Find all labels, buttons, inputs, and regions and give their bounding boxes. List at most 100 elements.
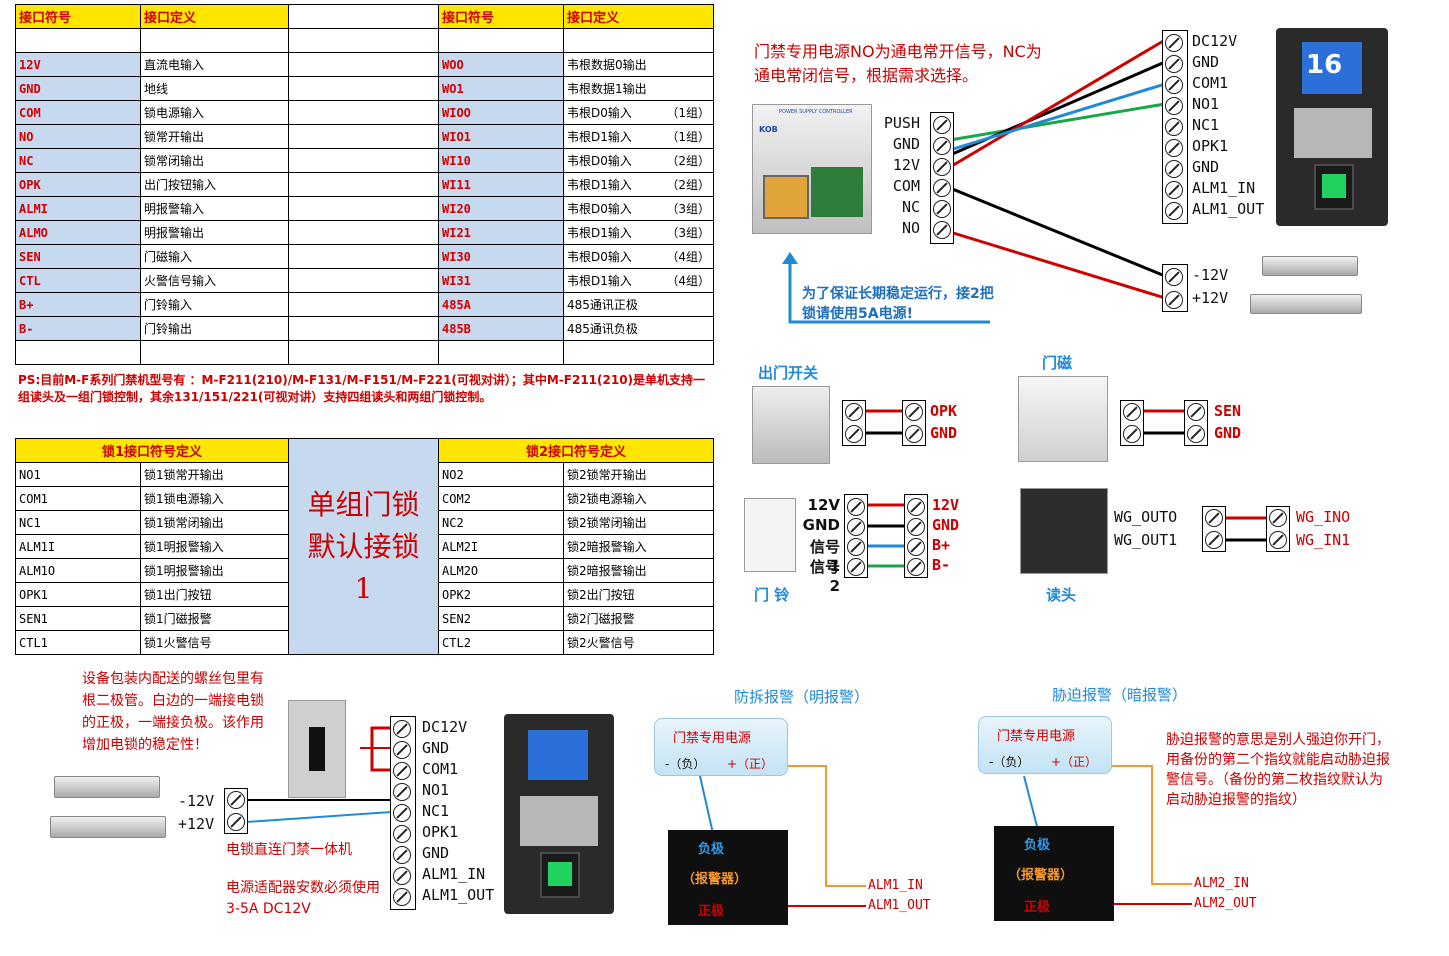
bl-device-screen <box>528 730 588 780</box>
device-terminal-block <box>1162 30 1188 224</box>
screw-terminal <box>393 762 411 780</box>
psu-note: 门禁专用电源NO为通电常开信号，NC为通电常闭信号，根据需求选择。 <box>754 42 1042 85</box>
lock1-definition-cell: 锁1明报警输入 <box>139 534 290 559</box>
right-definition-cell: 485通讯负极 <box>563 316 714 341</box>
lock2-definition-cell: 锁2门磁报警 <box>563 606 715 631</box>
terminal-label: GND <box>1192 158 1220 176</box>
spacer-cell <box>288 292 439 317</box>
left-definition-cell: 直流电输入 <box>140 52 289 77</box>
diode-note: 设备包装内配送的螺丝包里有根二极管。白边的一端接电锁的正极，一端接负极。该作用增… <box>82 671 264 753</box>
screw-terminal <box>933 158 951 176</box>
terminal-label: NO1 <box>1192 95 1220 113</box>
terminal-label: B+ <box>932 536 951 554</box>
terminal-label: +12V <box>1192 289 1229 307</box>
right-symbol-cell: WI31 <box>438 268 564 293</box>
alarm1-dev-label: （报警器） <box>682 872 748 887</box>
right-header-definition: 接口定义 <box>563 4 714 29</box>
lock1-symbol-cell: CTL1 <box>15 630 141 655</box>
blank-row <box>15 340 714 365</box>
alarm1-in-label: ALM1_IN <box>868 878 923 893</box>
screw-terminal <box>907 518 925 536</box>
lock2-symbol-cell: ALM2I <box>438 534 565 559</box>
spacer-cell <box>288 316 439 341</box>
reader-in1-label: WG_IN1 <box>1296 531 1351 549</box>
right-definition-text: 485通讯正极 <box>567 298 638 312</box>
terminal-label: OPK1 <box>1192 137 1229 155</box>
right-definition-cell: 韦根D1输入（3组） <box>563 220 714 245</box>
exit-opk-label: OPK <box>930 402 958 420</box>
terminal-label: GND <box>422 844 450 862</box>
left-definition-cell: 门铃输入 <box>140 292 289 317</box>
screw-terminal <box>1165 118 1183 136</box>
terminal-label: COM1 <box>422 760 459 778</box>
terminal-label: NO1 <box>422 781 450 799</box>
right-definition-cell: 485通讯正极 <box>563 292 714 317</box>
spacer-cell <box>288 268 439 293</box>
lock2-symbol-cell: OPK2 <box>438 582 565 607</box>
empty-cell <box>288 28 439 53</box>
left-symbol-cell: ALMO <box>15 220 141 245</box>
spacer-cell <box>288 76 439 101</box>
alarm1-out-label: ALM1_OUT <box>868 898 931 913</box>
exit-gnd-label: GND <box>930 424 958 442</box>
right-definition-text: 485通讯负极 <box>567 322 638 336</box>
screw-terminal <box>847 538 865 556</box>
alarm1-ps-label: 门禁专用电源 <box>673 731 752 746</box>
terminal-label: ALM1_OUT <box>422 886 495 904</box>
alarm2-dev-label: （报警器） <box>1008 868 1074 883</box>
magnetic-lock <box>1250 294 1362 314</box>
screw-terminal <box>933 116 951 134</box>
left-symbol-cell: OPK <box>15 172 141 197</box>
screw-terminal <box>393 741 411 759</box>
blank-row <box>15 28 714 53</box>
screw-terminal <box>393 783 411 801</box>
lock2-definition-cell: 锁2锁电源输入 <box>563 486 715 511</box>
left-definition-cell: 明报警输出 <box>140 220 289 245</box>
single-lock-line2: 默认接锁 <box>307 529 420 563</box>
left-symbol-cell: CTL <box>15 268 141 293</box>
lock1-definition-cell: 锁1锁常开输出 <box>139 462 290 487</box>
reader-terminal-a <box>1202 506 1226 552</box>
screw-terminal <box>393 825 411 843</box>
spacer-cell <box>288 172 439 197</box>
right-symbol-cell: WI30 <box>438 244 564 269</box>
diode-body <box>309 727 325 771</box>
terminal-label: GND <box>802 516 840 534</box>
lock1-definition-cell: 锁1出门按钮 <box>139 582 290 607</box>
screw-terminal <box>1165 291 1183 309</box>
right-definition-cell: 韦根D0输入（3组） <box>563 196 714 221</box>
terminal-label: -12V <box>1192 266 1229 284</box>
right-definition-cell: 韦根D1输入（2组） <box>563 172 714 197</box>
doorbell-photo <box>744 498 796 572</box>
door-sensor-photo <box>1018 376 1108 462</box>
left-symbol-cell: B+ <box>15 292 141 317</box>
transformer <box>763 175 809 219</box>
screw-terminal <box>1165 268 1183 286</box>
right-definition-cell: 韦根D1输入（4组） <box>563 268 714 293</box>
terminal-label: DC12V <box>422 718 468 736</box>
terminal-label: COM1 <box>1192 74 1229 92</box>
sensor-sen-label: SEN <box>1214 402 1242 420</box>
right-group-text: （2组） <box>666 154 710 168</box>
screw-terminal <box>1165 181 1183 199</box>
lock1-definition-cell: 锁1明报警输出 <box>139 558 290 583</box>
diode-photo <box>288 700 346 798</box>
alarm1-plus: +（正） <box>727 757 774 771</box>
psu-board <box>811 167 863 217</box>
doorbell-title: 门 铃 <box>754 586 790 604</box>
spacer-cell <box>288 4 439 29</box>
left-symbol-cell: NO <box>15 124 141 149</box>
exit-switch-terminal-b <box>902 400 926 446</box>
screw-terminal <box>847 558 865 576</box>
lock2-symbol-cell: COM2 <box>438 486 565 511</box>
right-symbol-cell: WI20 <box>438 196 564 221</box>
right-definition-text: 韦根D1输入 <box>567 226 632 240</box>
